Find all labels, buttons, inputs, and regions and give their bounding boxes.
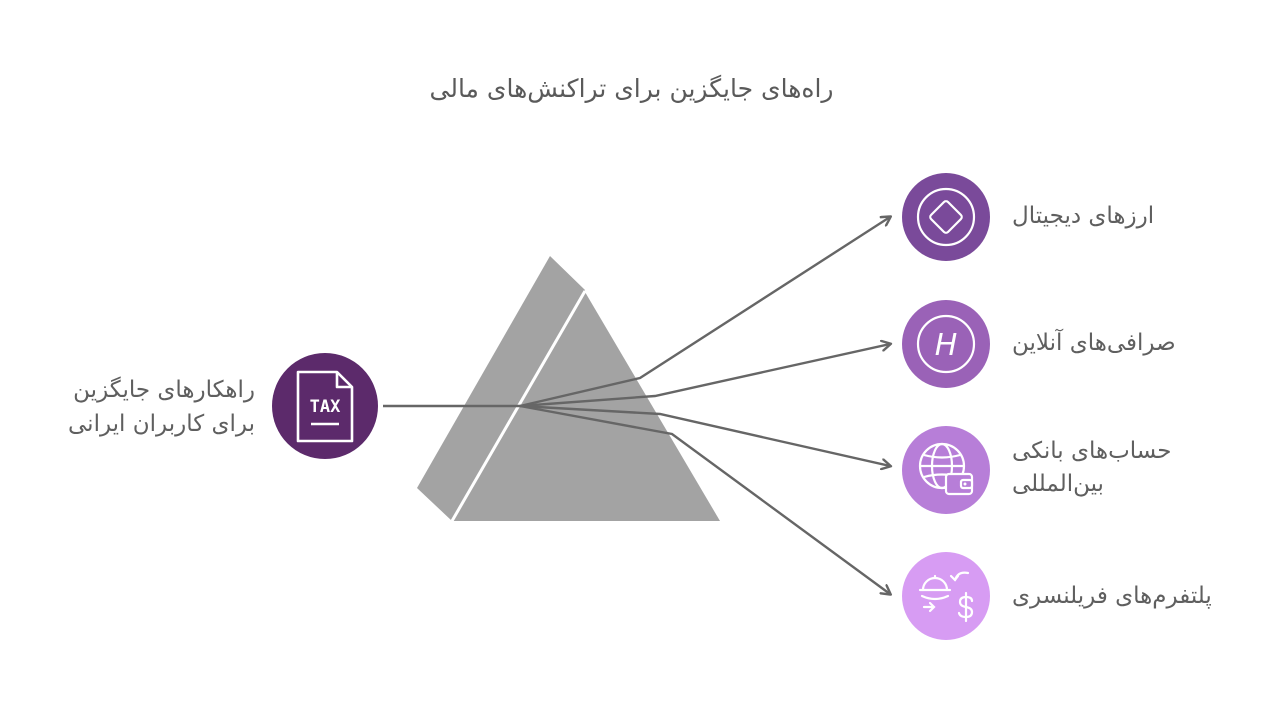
source-label: راهکارهای جایگزین برای کاربران ایرانی [30,373,255,441]
output-label-line: بین‌المللی [1012,471,1104,497]
output-label-line: صرافی‌های آنلاین [1012,330,1176,356]
source-label-line2: برای کاربران ایرانی [68,411,255,437]
output-node-freelance-platform [902,552,990,640]
source-label-line1: راهکارهای جایگزین [73,377,255,403]
output-label-line: ارزهای دیجیتال [1012,203,1155,229]
output-label-line: پلتفرم‌های فریلنسری [1012,583,1212,609]
prism-front-face [452,292,720,521]
output-node-digital-currency [902,173,990,261]
ray-bank-account [519,404,890,466]
diagram-title: راه‌های جایگزین برای تراکنش‌های مالی [429,74,834,103]
freelance-payment-icon [918,571,974,623]
h-coin-icon: H [916,314,976,374]
prism [417,256,720,522]
output-node-bank-account [902,426,990,514]
svg-text:H: H [935,328,958,363]
ray-digital-currency [519,217,890,408]
diamond-icon [916,187,976,247]
output-node-online-exchange: H [902,300,990,388]
output-rays [519,217,890,594]
ray-freelance-platform [519,404,890,594]
ray-online-exchange [519,344,890,408]
output-label-online-exchange: صرافی‌های آنلاین [1012,327,1212,360]
tax-icon-text: TAX [310,397,341,417]
tax-document-icon: TAX [296,370,354,443]
prism-side-face [417,256,585,521]
output-label-digital-currency: ارزهای دیجیتال [1012,200,1212,233]
output-label-line: حساب‌های بانکی [1012,438,1172,464]
output-label-freelance-platform: پلتفرم‌های فریلنسری [1012,580,1212,613]
source-node: TAX [272,353,378,459]
output-label-bank-account: حساب‌های بانکی بین‌المللی [1012,435,1212,501]
globe-wallet-icon [918,442,974,496]
